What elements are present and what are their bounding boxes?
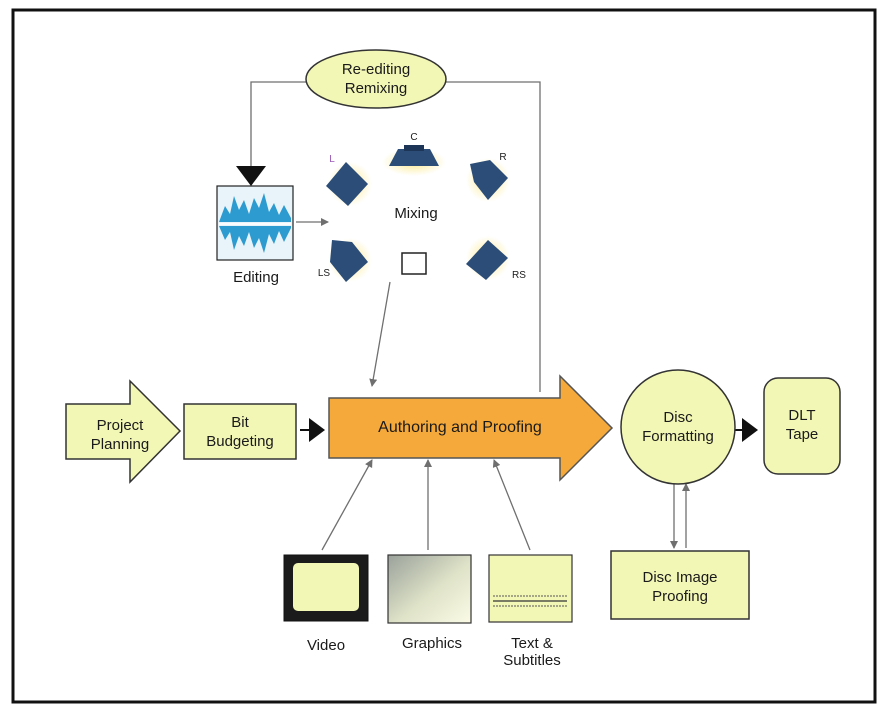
disc-formatting-label-line1: Disc bbox=[663, 409, 693, 426]
speaker-l-label: L bbox=[329, 154, 335, 165]
editing-label: Editing bbox=[233, 269, 279, 286]
speaker-rs-label: RS bbox=[512, 270, 526, 281]
bit-budgeting-label-line2: Budgeting bbox=[206, 433, 274, 450]
dlt-tape-label-line1: DLT bbox=[788, 407, 815, 424]
authoring-node bbox=[328, 374, 614, 482]
subwoofer-icon bbox=[401, 252, 427, 275]
arrowhead-budgeting-to-authoring bbox=[309, 418, 325, 442]
bit-budgeting-node bbox=[183, 403, 297, 460]
speaker-c-label: C bbox=[410, 132, 417, 143]
speaker-right-icon bbox=[466, 158, 510, 202]
waveform-icon bbox=[216, 185, 294, 261]
graphics-label: Graphics bbox=[402, 635, 462, 652]
text-subtitles-label-line2: Subtitles bbox=[503, 652, 561, 669]
speaker-center-icon bbox=[382, 145, 446, 176]
speaker-ls-icon bbox=[328, 238, 372, 282]
reediting-label-line1: Re-editing bbox=[342, 61, 410, 78]
mixing-label: Mixing bbox=[394, 205, 437, 222]
graphics-icon bbox=[387, 554, 472, 624]
reediting-label-line2: Remixing bbox=[345, 80, 408, 97]
project-planning-label-line2: Planning bbox=[91, 436, 149, 453]
connector-authoring-to-reediting bbox=[446, 81, 541, 392]
project-planning-label-line1: Project bbox=[97, 417, 145, 434]
connector-text-to-authoring bbox=[492, 459, 531, 551]
connector-mixing-to-authoring bbox=[369, 281, 391, 387]
editing-arrowhead bbox=[236, 166, 266, 186]
dlt-tape-node bbox=[763, 377, 841, 475]
authoring-label: Authoring and Proofing bbox=[378, 419, 542, 436]
reediting-node bbox=[305, 49, 447, 109]
connector-video-to-authoring bbox=[321, 459, 373, 551]
disc-image-proofing-label-line2: Proofing bbox=[652, 588, 708, 605]
disc-image-proofing-label-line1: Disc Image bbox=[642, 569, 717, 586]
disc-image-proofing-node bbox=[610, 550, 750, 620]
disc-formatting-node bbox=[620, 369, 736, 485]
video-monitor-icon bbox=[283, 554, 369, 622]
dlt-tape-label-line2: Tape bbox=[786, 426, 819, 443]
speaker-left-icon bbox=[326, 162, 372, 206]
speaker-ls-label: LS bbox=[318, 268, 331, 279]
bit-budgeting-label-line1: Bit bbox=[231, 414, 249, 431]
speaker-rs-icon bbox=[466, 236, 510, 280]
disc-formatting-label-line2: Formatting bbox=[642, 428, 714, 445]
video-label: Video bbox=[307, 637, 345, 654]
project-planning-node bbox=[65, 379, 182, 484]
arrowhead-formatting-to-dlt bbox=[742, 418, 758, 442]
speaker-r-label: R bbox=[499, 152, 506, 163]
text-subtitles-label-line1: Text & bbox=[511, 635, 553, 652]
subtitles-icon bbox=[488, 554, 573, 623]
connector-reediting-to-editing bbox=[250, 81, 306, 170]
